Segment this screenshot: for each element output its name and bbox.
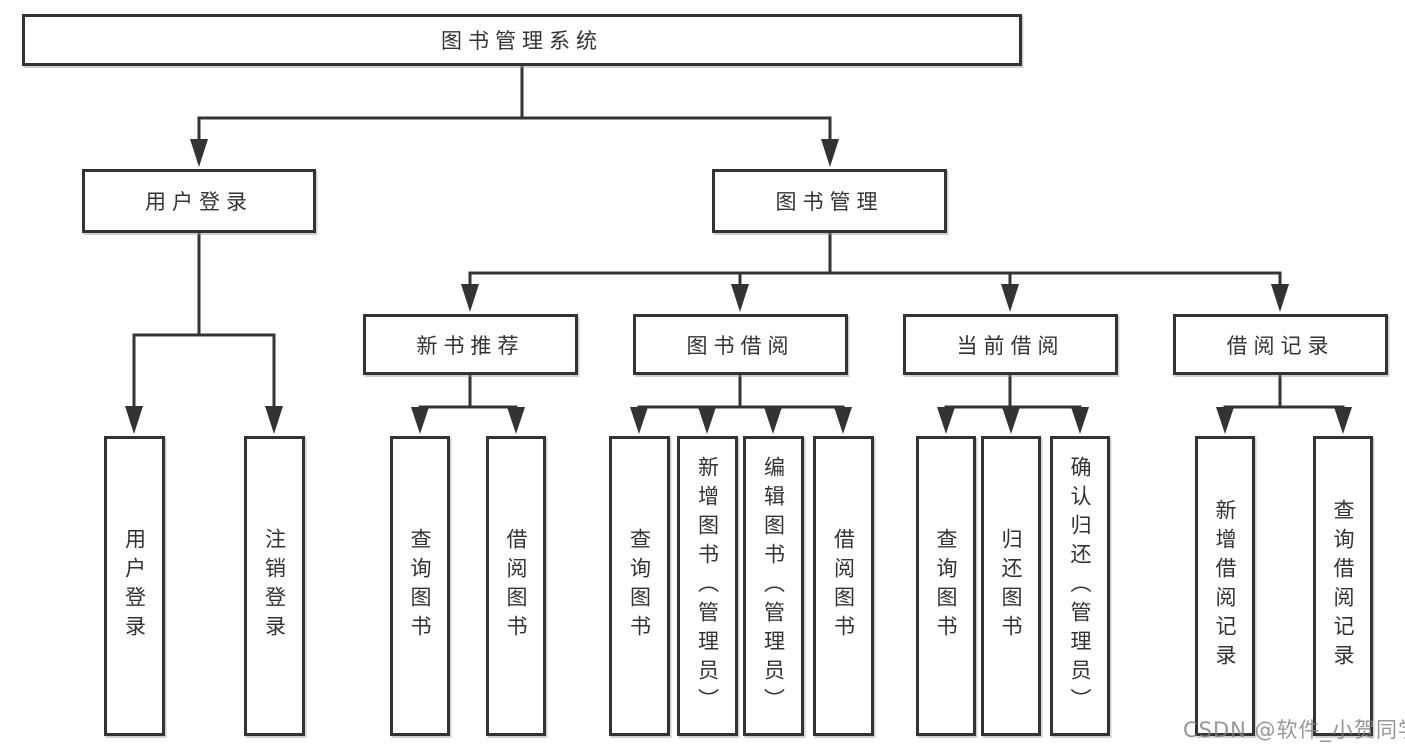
- node-user-login: 用户登录: [82, 169, 316, 233]
- leaf-return-books: 归还图书: [981, 436, 1041, 736]
- node-new-book-recommend: 新书推荐: [363, 314, 578, 375]
- arrowhead-bookborrow: [731, 284, 749, 312]
- arrowhead-leaf-userlogin: [125, 406, 143, 434]
- arrowhead-leaf-borrow-rec: [507, 407, 525, 434]
- leaf-confirm-return-admin: 确认归还（管理员）: [1050, 436, 1110, 736]
- node-book-borrowing: 图书借阅: [633, 314, 848, 375]
- leaf-query-books-recommend: 查询图书: [390, 436, 450, 736]
- arrowhead-leaf-add-book: [698, 407, 716, 434]
- leaf-query-borrow-record: 查询借阅记录: [1313, 436, 1373, 736]
- arrowhead-currentborrow: [1001, 284, 1019, 312]
- node-current-borrowing: 当前借阅: [903, 314, 1118, 375]
- arrowhead-leaf-edit-book: [764, 407, 782, 434]
- arrowhead-leaf-query-record: [1334, 407, 1352, 434]
- arrowhead-leaf-query-rec: [411, 407, 429, 434]
- leaf-add-borrow-record: 新增借阅记录: [1195, 436, 1255, 736]
- connector-arrowheads: [125, 139, 1352, 434]
- arrowhead-leaf-query-bb: [630, 407, 648, 434]
- leaf-query-books-current: 查询图书: [916, 436, 976, 736]
- leaf-borrow-books-recommend: 借阅图书: [486, 436, 546, 736]
- node-book-management: 图书管理: [712, 169, 947, 233]
- leaf-add-book-admin: 新增图书（管理员）: [677, 436, 738, 736]
- leaf-logout: 注销登录: [244, 436, 305, 736]
- leaf-user-login: 用户登录: [104, 436, 165, 736]
- arrowhead-leaf-borrow-bb: [834, 407, 852, 434]
- leaf-borrow-books-borrowing: 借阅图书: [813, 436, 874, 736]
- arrowhead-leaf-confirm-return: [1071, 407, 1089, 434]
- arrowhead-leaf-add-record: [1216, 407, 1234, 434]
- leaf-edit-book-admin: 编辑图书（管理员）: [743, 436, 804, 736]
- arrowhead-leaf-logout: [265, 406, 283, 434]
- arrowhead-bookmgmt: [821, 139, 839, 167]
- node-library-management-system: 图书管理系统: [22, 14, 1022, 66]
- arrowhead-leaf-query-cb: [937, 407, 955, 434]
- arrowhead-newbookrec: [461, 284, 479, 312]
- csdn-watermark: CSDN @软件_小贺同学: [1183, 718, 1405, 742]
- arrowhead-userlogin: [190, 139, 208, 167]
- leaf-query-books-borrowing: 查询图书: [609, 436, 670, 736]
- arrowhead-borrowrecords: [1271, 284, 1289, 312]
- node-borrowing-records: 借阅记录: [1173, 314, 1388, 375]
- arrowhead-leaf-return: [1002, 407, 1020, 434]
